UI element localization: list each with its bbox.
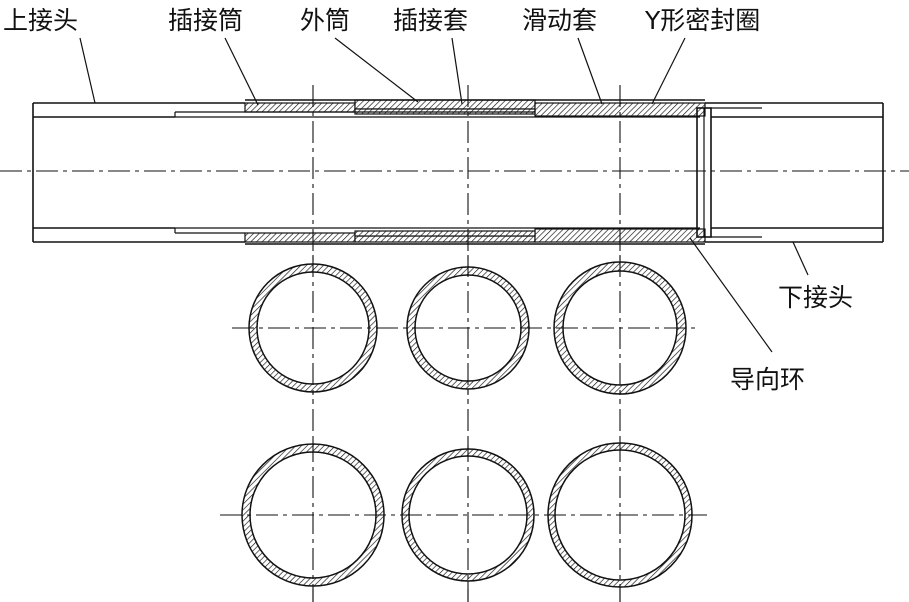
longitudinal-section	[0, 85, 909, 602]
upper-joint-body	[32, 102, 245, 243]
cross-sections-row-2	[220, 440, 707, 602]
label-lower-joint: 下接头	[778, 283, 853, 312]
label-y-seal: Y形密封圈	[644, 6, 760, 35]
hatched-wall-top	[244, 99, 706, 117]
leader-lines	[79, 37, 809, 353]
lower-joint-body	[705, 102, 884, 243]
label-upper-joint: 上接头	[3, 6, 78, 35]
label-sliding-sleeve: 滑动套	[522, 6, 597, 35]
label-insert-tube: 插接筒	[168, 6, 243, 35]
guide-ring-block	[696, 107, 712, 238]
label-guide-ring: 导向环	[730, 365, 805, 394]
hatched-wall-bottom	[244, 228, 706, 243]
label-insert-sleeve: 插接套	[393, 6, 468, 35]
label-outer-tube: 外筒	[300, 6, 350, 35]
cross-sections-row-1	[232, 261, 700, 395]
